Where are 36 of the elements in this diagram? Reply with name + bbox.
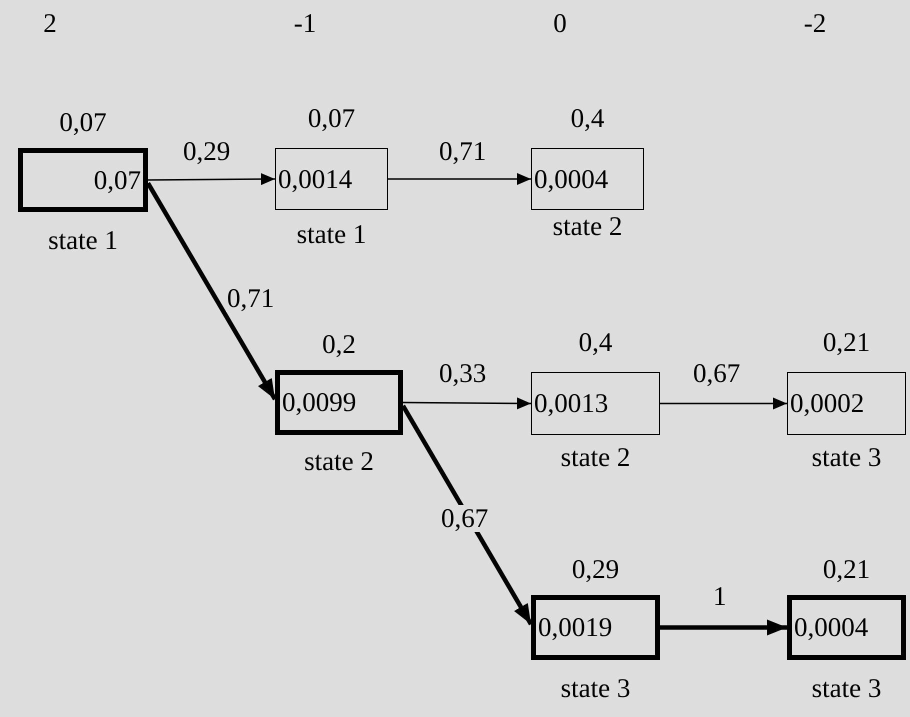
state-label: state 1 xyxy=(48,227,118,254)
probability-value: 0,21 xyxy=(822,329,870,356)
arrow xyxy=(660,620,787,636)
node-value: 0,0014 xyxy=(278,166,352,192)
arrow xyxy=(148,173,275,186)
state-label: state 2 xyxy=(552,213,622,240)
column-label: 0 xyxy=(553,10,567,37)
probability-value: 0,21 xyxy=(822,556,870,583)
node-value: 0,0099 xyxy=(282,389,356,416)
probability-value: 0,29 xyxy=(572,556,620,583)
probability-value: 0,07 xyxy=(308,105,356,132)
arrow xyxy=(660,398,787,410)
column-label: -1 xyxy=(294,10,316,37)
arrow xyxy=(403,397,531,410)
state-label: state 2 xyxy=(560,444,630,471)
edge-label: 0,67 xyxy=(440,505,490,532)
probability-value: 0,07 xyxy=(59,109,107,136)
state-label: state 3 xyxy=(812,675,882,702)
node-value: 0,07 xyxy=(94,166,141,194)
probability-value: 0,4 xyxy=(578,329,612,356)
state-label: state 2 xyxy=(304,448,374,475)
state-label: state 3 xyxy=(560,675,630,702)
node-value: 0,0019 xyxy=(538,614,612,641)
arrow xyxy=(146,182,277,400)
state-label: state 3 xyxy=(812,444,882,471)
arrow xyxy=(401,404,533,626)
column-label: 2 xyxy=(43,10,57,37)
probability-value: 0,2 xyxy=(322,331,356,358)
state-label: state 1 xyxy=(296,221,366,248)
probability-value: 0,4 xyxy=(570,105,604,132)
node-value: 0,0004 xyxy=(534,166,608,192)
arrow xyxy=(388,173,531,185)
node-value: 0,0002 xyxy=(790,390,864,417)
node-value: 0,0013 xyxy=(534,390,608,417)
column-label: -2 xyxy=(804,10,826,37)
node-value: 0,0004 xyxy=(794,614,868,641)
